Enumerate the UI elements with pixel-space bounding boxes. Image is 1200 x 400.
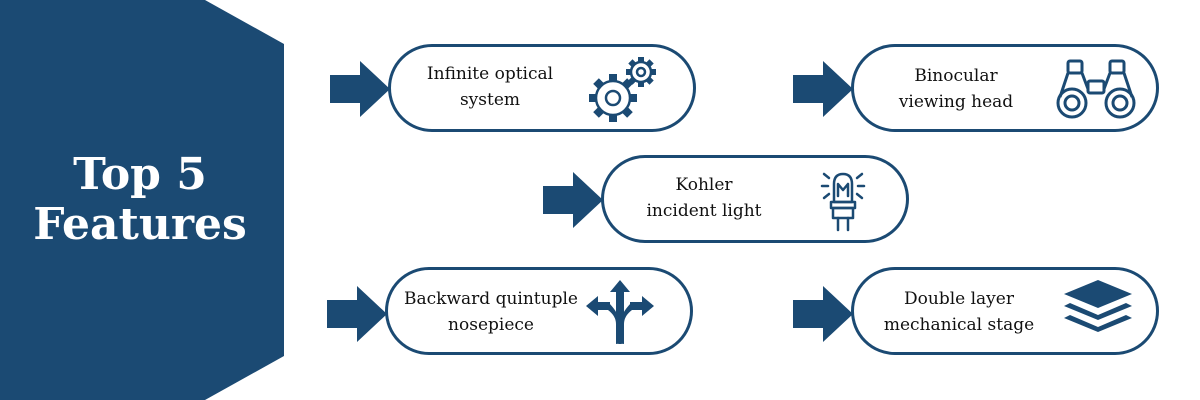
arrow-icon (793, 286, 853, 342)
feature-card-backward-quintuple-nosepiece: Backward quintuple nosepiece (385, 267, 693, 355)
feature-label: Double layer mechanical stage (883, 289, 1035, 335)
arrow-icon (543, 172, 603, 228)
branch-arrows-icon (586, 280, 654, 344)
gears-icon (589, 57, 656, 122)
arrow-icon (327, 286, 387, 342)
lamp-icon (820, 172, 866, 232)
banner-title: Top 5 Features (33, 149, 247, 250)
binoculars-icon (1056, 59, 1136, 119)
feature-label: Backward quintuple nosepiece (404, 289, 578, 335)
feature-card-kohler-incident-light: Kohler incident light (601, 155, 909, 243)
arrow-icon (793, 61, 853, 117)
feature-card-infinite-optical-system: Infinite optical system (388, 44, 696, 132)
feature-label: Infinite optical system (426, 64, 554, 110)
feature-card-double-layer-mechanical-stage: Double layer mechanical stage (851, 267, 1159, 355)
arrow-icon (330, 61, 390, 117)
feature-label: Kohler incident light (646, 175, 762, 221)
feature-card-binocular-viewing-head: Binocular viewing head (851, 44, 1159, 132)
feature-label: Binocular viewing head (898, 66, 1014, 112)
features-banner: Top 5 Features (0, 0, 284, 400)
layers-icon (1064, 280, 1132, 332)
